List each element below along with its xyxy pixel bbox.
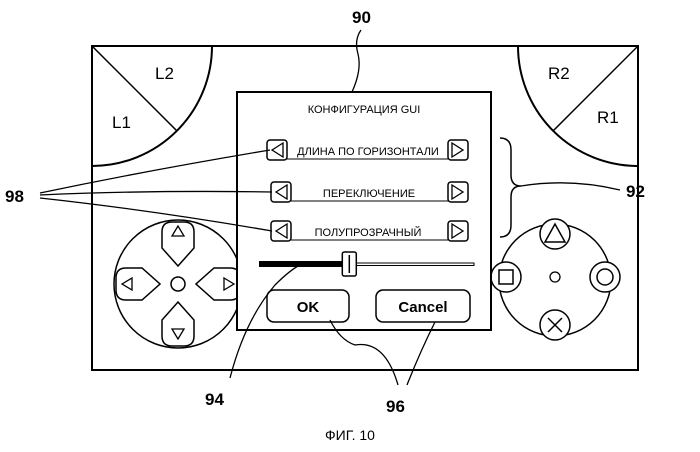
ref-98: 98 (5, 187, 24, 206)
leader-96-cancel (407, 322, 435, 385)
l2-button-label: L2 (155, 64, 174, 83)
ok-button-label: OK (297, 299, 320, 316)
ref-90: 90 (352, 8, 371, 27)
option-2-label: ПЕРЕКЛЮЧЕНИЕ (323, 188, 415, 200)
ref-96: 96 (386, 397, 405, 416)
figure-caption: ФИГ. 10 (325, 427, 375, 443)
r1-button-label: R1 (597, 108, 619, 127)
slider-track-empty (349, 263, 474, 266)
l-shoulder-area (92, 46, 212, 166)
option-2-right-arrow-button[interactable] (448, 182, 468, 202)
option-1-label: ДЛИНА ПО ГОРИЗОНТАЛИ (297, 146, 439, 158)
option-3-label: ПОЛУПРОЗРАЧНЫЙ (315, 226, 422, 239)
slider-track-filled (259, 261, 349, 267)
ref-94: 94 (205, 390, 224, 409)
leader-90 (352, 30, 361, 92)
leader-92 (521, 183, 620, 190)
square-button[interactable] (491, 262, 521, 292)
dialog-title: КОНФИГУРАЦИЯ GUI (308, 104, 421, 116)
option-1-right-arrow-button[interactable] (448, 140, 468, 160)
cancel-button-label: Cancel (398, 299, 447, 316)
r-shoulder-area (518, 46, 638, 166)
dpad-up-key[interactable] (162, 222, 194, 266)
option-2-left-arrow-button[interactable] (271, 182, 291, 202)
l1-button-label: L1 (112, 113, 131, 132)
option-3-left-arrow-button[interactable] (271, 221, 291, 241)
circle-button[interactable] (590, 262, 620, 292)
face-buttons (491, 219, 620, 340)
r2-button-label: R2 (548, 64, 570, 83)
option-3-right-arrow-button[interactable] (448, 221, 468, 241)
options-bracket (500, 138, 521, 237)
dpad[interactable] (114, 220, 242, 348)
leader-98-top (40, 150, 270, 193)
ref-92: 92 (626, 182, 645, 201)
